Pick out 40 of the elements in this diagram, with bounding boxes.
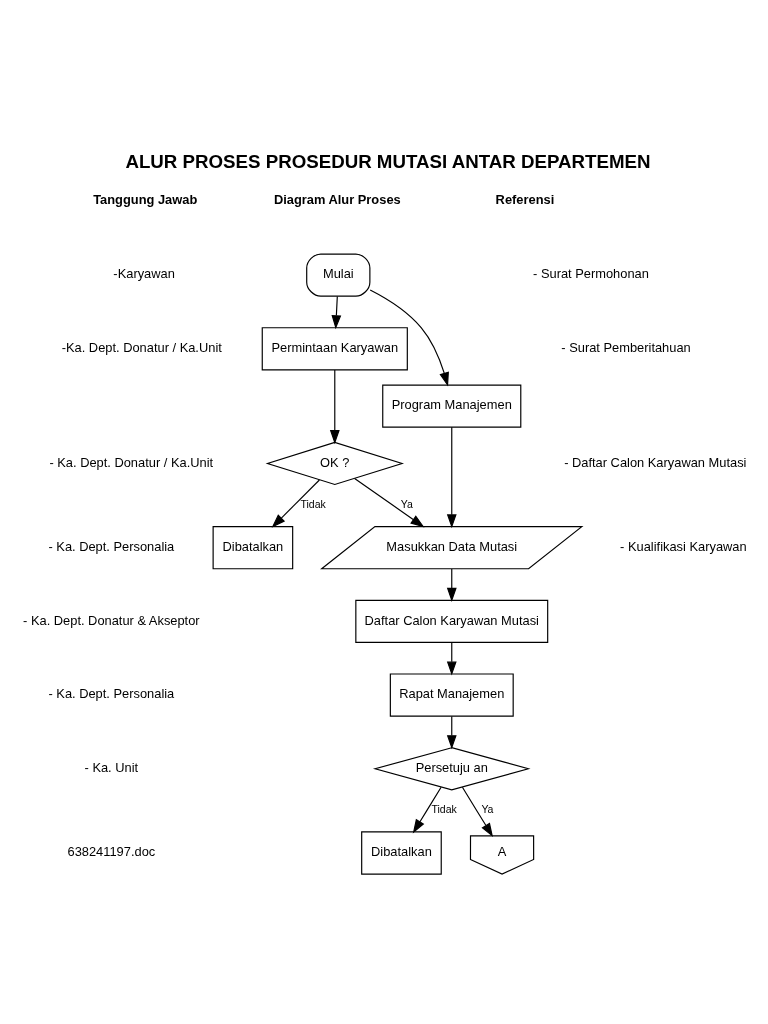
node-box: Rapat Manajemen <box>389 673 514 717</box>
arrow <box>446 568 457 602</box>
edge-label: Ya <box>480 803 493 816</box>
label: - Surat Pemberitahuan <box>560 340 691 356</box>
edge-label: Ya <box>400 498 413 511</box>
label: -Ka. Dept. Donatur / Ka.Unit <box>61 340 222 356</box>
arrow <box>446 426 457 529</box>
edge-label: Tidak <box>430 803 457 816</box>
arrow <box>446 715 457 750</box>
node-box: Dibatalkan <box>212 526 293 570</box>
node-box: Permintaan Karyawan <box>261 327 408 371</box>
label: - Daftar Calon Karyawan Mutasi <box>563 454 746 470</box>
diagram-title: ALUR PROSES PROSEDUR MUTASI ANTAR DEPARTEMEN <box>124 151 650 173</box>
label: - Ka. Dept. Donatur / Ka.Unit <box>48 454 213 470</box>
node-diamond: OK ? <box>265 441 404 486</box>
arrow <box>461 786 493 838</box>
label: - Ka. Dept. Personalia <box>47 686 174 702</box>
label: - Ka. Dept. Donatur & Akseptor <box>22 612 200 628</box>
arrow <box>412 786 442 834</box>
label: -Karyawan <box>112 266 175 282</box>
arrow <box>330 295 341 330</box>
label: 638241197.doc <box>67 844 155 860</box>
arrow <box>329 369 340 445</box>
label: - Ka. Unit <box>84 760 138 776</box>
node-box: Program Manajemen <box>381 384 521 428</box>
label: - Surat Permohonan <box>532 266 649 282</box>
arrow <box>353 477 424 528</box>
label: Referensi <box>495 191 554 207</box>
node-diamond: Persetuju an <box>372 747 531 791</box>
node-box: Dibatalkan <box>360 831 442 875</box>
label: - Kualifikasi Karyawan <box>619 538 747 554</box>
arrow <box>369 289 449 387</box>
label: Diagram Alur Proses <box>273 191 401 207</box>
label: Tanggung Jawab <box>92 191 197 207</box>
node-box: Daftar Calon Karyawan Mutasi <box>354 599 548 643</box>
arrow <box>271 479 320 528</box>
edge-label: Tidak <box>299 498 326 511</box>
label: - Ka. Dept. Personalia <box>47 538 174 554</box>
node-box: Mulai <box>305 253 370 297</box>
arrow <box>446 642 457 676</box>
